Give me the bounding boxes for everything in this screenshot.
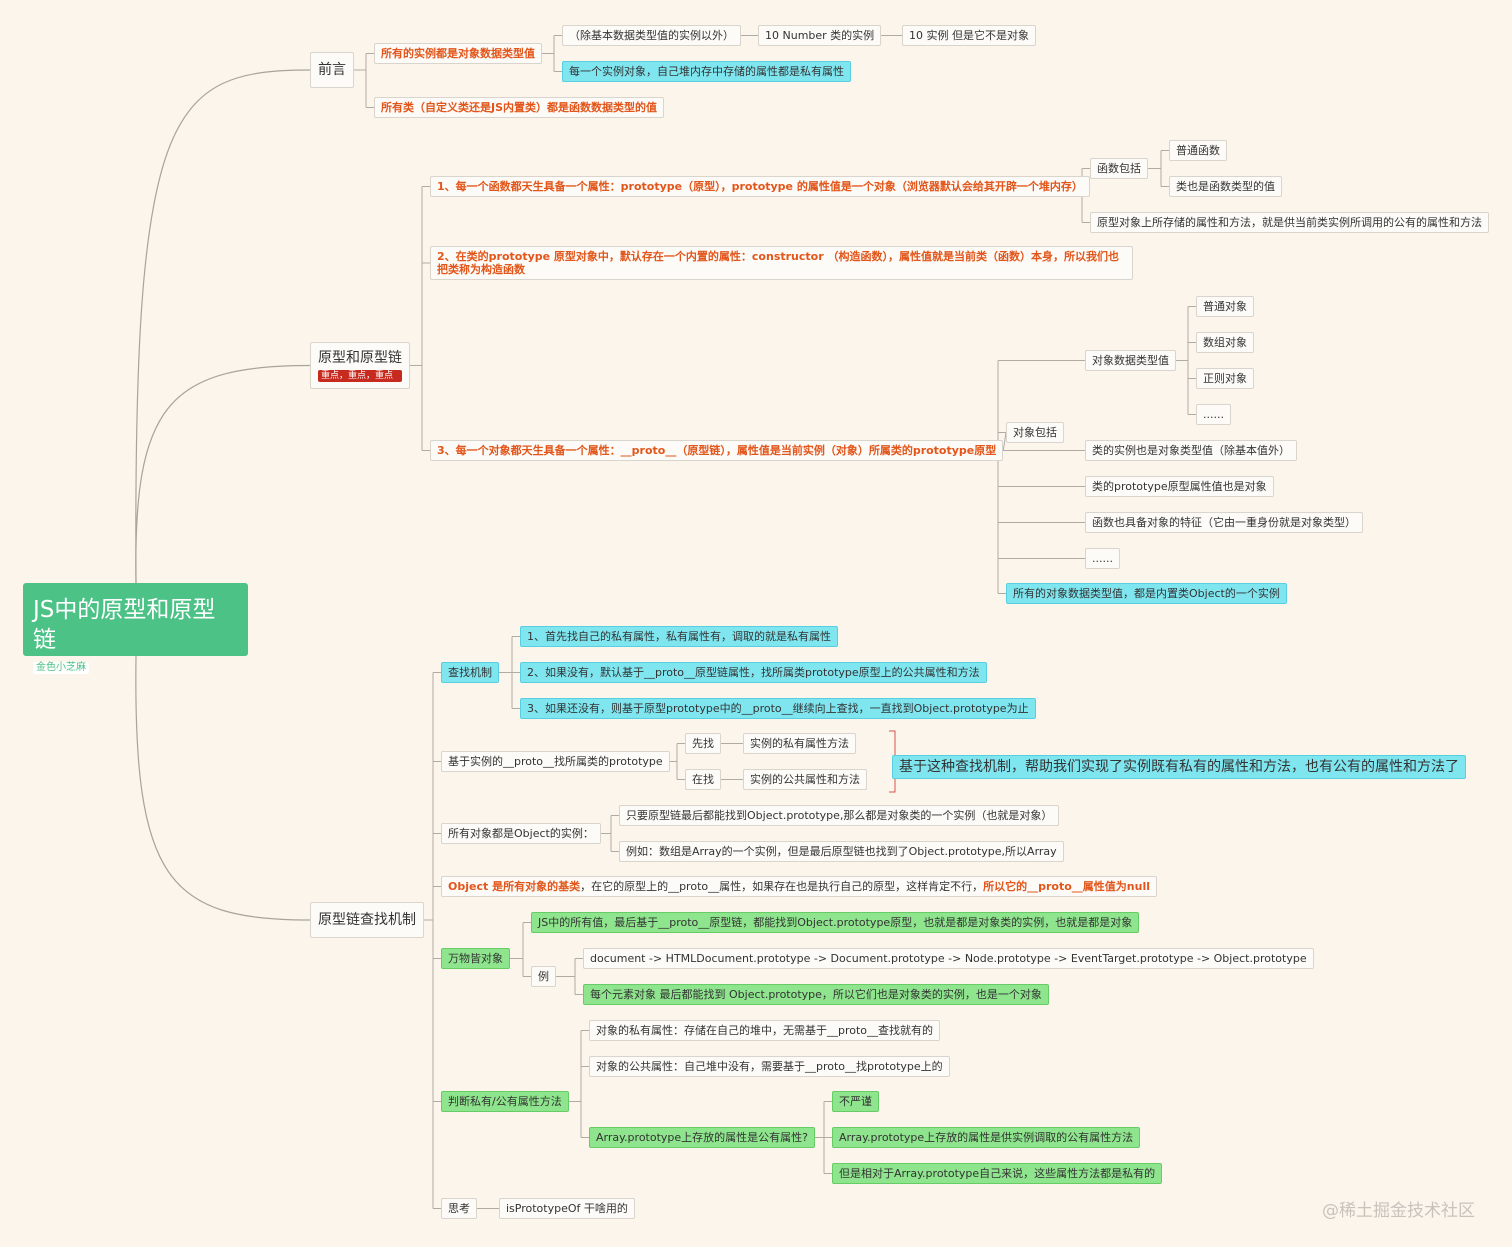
chain-all-object-instances[interactable]: 所有对象都是Object的实例： [441, 823, 601, 844]
proto-rule-2[interactable]: 2、在类的prototype 原型对象中，默认存在一个内置的属性：constru… [430, 246, 1133, 280]
chain-via-proto[interactable]: 基于实例的__proto__找所属类的prototype [441, 751, 670, 772]
proto-regex-object[interactable]: 正则对象 [1196, 368, 1254, 389]
proto-objects-include[interactable]: 对象包括 [1006, 422, 1064, 443]
chain-step-1[interactable]: 1、首先找自己的私有属性，私有属性有，调取的就是私有属性 [520, 626, 838, 647]
proto-function-is-object[interactable]: 函数也具备对象的特征（它由一重身份就是对象类型） [1085, 512, 1363, 533]
chain-public-property[interactable]: 对象的公共属性：自己堆中没有，需要基于__proto__找prototype上的 [589, 1056, 950, 1077]
branch-connector [1002, 432, 1007, 451]
proto-class-instances[interactable]: 类的实例也是对象类型值（除基本值外） [1085, 440, 1297, 461]
chain-array-private-relative[interactable]: 但是相对于Array.prototype自己来说，这些属性方法都是私有的 [832, 1163, 1163, 1184]
proto-class-function[interactable]: 类也是函数类型的值 [1169, 176, 1282, 197]
chain-array-public-methods[interactable]: Array.prototype上存放的属性是供实例调取的公有属性方法 [832, 1127, 1141, 1148]
proto-shared-methods[interactable]: 原型对象上所存储的属性和方法，就是供当前类实例所调用的公有的属性和方法 [1090, 212, 1489, 233]
chain-private-property[interactable]: 对象的私有属性：存储在自己的堆中，无需基于__proto__查找就有的 [589, 1020, 941, 1041]
chain-private-methods[interactable]: 实例的私有属性方法 [743, 733, 856, 754]
intro-not-object[interactable]: 10 实例 但是它不是对象 [902, 25, 1036, 46]
chain-element-objects[interactable]: 每个元素对象 最后都能找到 Object.prototype，所以它们也是对象类… [583, 984, 1049, 1005]
proto-object-type-values[interactable]: 对象数据类型值 [1085, 350, 1176, 371]
proto-normal-function[interactable]: 普通函数 [1169, 140, 1227, 161]
chain-dom-chain[interactable]: document -> HTMLDocument.prototype -> Do… [583, 948, 1314, 969]
chain-public-methods[interactable]: 实例的公共属性和方法 [743, 769, 867, 790]
root-connector [135, 69, 311, 584]
proto-functions-include[interactable]: 函数包括 [1090, 158, 1148, 179]
topic-prototype[interactable]: 原型和原型链 重点，重点，重点 [310, 342, 410, 389]
chain-not-rigorous[interactable]: 不严谨 [832, 1091, 879, 1112]
chain-then[interactable]: 在找 [685, 769, 721, 790]
chain-base-red-1: Object 是所有对象的基类 [448, 880, 581, 893]
chain-array-example[interactable]: 例如：数组是Array的一个实例，但是最后原型链也找到了Object.proto… [619, 841, 1064, 862]
proto-prototype-is-object[interactable]: 类的prototype原型属性值也是对象 [1085, 476, 1274, 497]
topic-intro[interactable]: 前言 [310, 52, 354, 88]
intro-private-props[interactable]: 每一个实例对象，自己堆内存中存储的属性都是私有属性 [562, 61, 851, 82]
important-badge: 重点，重点，重点 [318, 370, 402, 382]
chain-summary[interactable]: 基于这种查找机制，帮助我们实现了实例既有私有的属性和方法，也有公有的属性和方法了 [892, 755, 1466, 779]
proto-all-objects-object-instance[interactable]: 所有的对象数据类型值，都是内置类Object的一个实例 [1006, 583, 1287, 604]
topic-chain-lookup[interactable]: 原型链查找机制 [310, 902, 424, 938]
root-title: JS中的原型和原型链 [33, 597, 216, 653]
intro-classes-are-functions[interactable]: 所有类（自定义类还是JS内置类）都是函数数据类型的值 [374, 97, 665, 118]
intro-number-instance[interactable]: 10 Number 类的实例 [758, 25, 882, 46]
proto-plain-object[interactable]: 普通对象 [1196, 296, 1254, 317]
intro-except-primitives[interactable]: （除基本数据类型值的实例以外） [562, 25, 741, 46]
chain-object-base-class[interactable]: Object 是所有对象的基类，在它的原型上的__proto__属性，如果存在也… [441, 876, 1157, 897]
proto-etc-2[interactable]: ...... [1085, 548, 1120, 569]
root-connector [135, 364, 311, 584]
proto-rule-1[interactable]: 1、每一个函数都天生具备一个属性：prototype（原型），prototype… [430, 176, 1090, 197]
watermark: @稀土掘金技术社区 [1322, 1201, 1475, 1221]
chain-base-red-2: 所以它的__proto__属性值为null [983, 880, 1150, 893]
chain-lookup-mechanism[interactable]: 查找机制 [441, 662, 499, 683]
chain-example[interactable]: 例 [531, 966, 556, 987]
proto-rule-3[interactable]: 3、每一个对象都天生具备一个属性：__proto__（原型链），属性值是当前实例… [430, 440, 1004, 461]
chain-base-mid: ，在它的原型上的__proto__属性，如果存在也是执行自己的原型，这样肯定不行… [580, 880, 984, 893]
chain-judge-private-public[interactable]: 判断私有/公有属性方法 [441, 1091, 569, 1112]
chain-everything-object[interactable]: 万物皆对象 [441, 948, 510, 969]
chain-object-prototype-end[interactable]: 只要原型链最后都能找到Object.prototype,那么都是对象类的一个实例… [619, 805, 1060, 826]
chain-array-prototype-question[interactable]: Array.prototype上存放的属性是公有属性? [589, 1127, 816, 1148]
proto-etc-1[interactable]: ...... [1196, 404, 1231, 425]
proto-array-object[interactable]: 数组对象 [1196, 332, 1254, 353]
chain-step-3[interactable]: 3、如果还没有，则基于原型prototype中的__proto__继续向上查找，… [520, 698, 1036, 719]
chain-step-2[interactable]: 2、如果没有，默认基于__proto__原型链属性，找所属类prototype原… [520, 662, 987, 683]
chain-all-values-objects[interactable]: JS中的所有值，最后基于__proto__原型链，都能找到Object.prot… [531, 912, 1140, 933]
root-topic[interactable]: JS中的原型和原型链 金色小芝麻 [23, 583, 248, 674]
root-connector [135, 655, 311, 921]
chain-think[interactable]: 思考 [441, 1198, 477, 1219]
chain-isprototypeof[interactable]: isPrototypeOf 干啥用的 [499, 1198, 635, 1219]
topic-prototype-label: 原型和原型链 [318, 350, 402, 366]
intro-instances-are-objects[interactable]: 所有的实例都是对象数据类型值 [374, 43, 542, 64]
author-tag: 金色小芝麻 [33, 662, 89, 674]
chain-first[interactable]: 先找 [685, 733, 721, 754]
